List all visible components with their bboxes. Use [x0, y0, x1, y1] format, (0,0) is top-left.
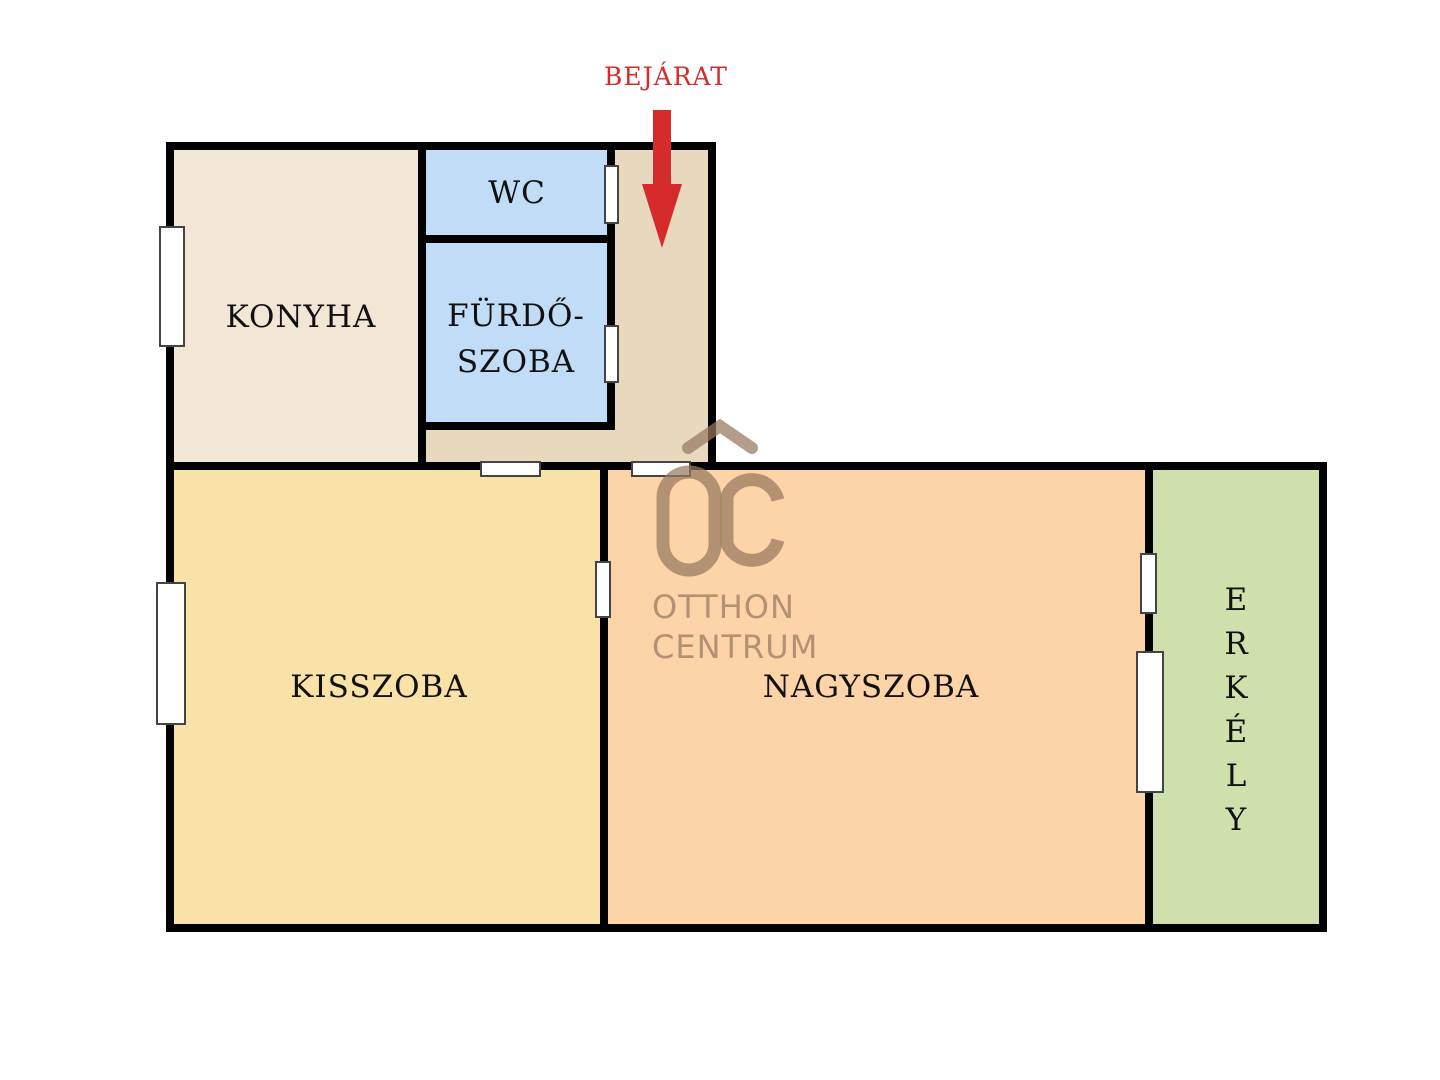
kisszoba-door: [480, 461, 541, 477]
konyha-label: KONYHA: [225, 299, 377, 335]
watermark-line1: OTTHON: [652, 588, 795, 626]
logo-letter-o: [656, 465, 722, 577]
furdoszoba-label-line2: SZOBA: [456, 344, 576, 380]
erkely-letter: K: [1224, 670, 1248, 706]
erkely-window: [1136, 651, 1164, 793]
kisszoba-label: KISSZOBA: [290, 669, 468, 705]
wall-hall-right: [708, 142, 716, 470]
nagyszoba-label: NAGYSZOBA: [762, 669, 980, 705]
wall-konyha-right: [418, 146, 426, 470]
erkely-letter: R: [1224, 626, 1248, 662]
wall-kisszoba-right: [600, 466, 608, 932]
otthon-centrum-watermark: OTTHON CENTRUM: [652, 418, 819, 668]
room-furdoszoba: [422, 238, 611, 426]
nagyszoba-side-door: [595, 561, 611, 618]
room-erkely: [1149, 466, 1323, 928]
wall-middle: [166, 462, 1326, 470]
wall-wc-right: [607, 146, 615, 430]
kisszoba-window: [156, 582, 186, 725]
entrance-arrow-icon: [642, 110, 682, 248]
room-nagyszoba: [604, 466, 1149, 928]
watermark-line2: CENTRUM: [652, 628, 819, 666]
furdoszoba-label-line1: FÜRDŐ-: [447, 298, 585, 334]
room-wc: [422, 146, 611, 238]
logo-letter-c: [720, 473, 785, 567]
entrance-arrow-shaft: [653, 110, 671, 186]
konyha-window: [159, 226, 185, 347]
erkely-letter: E: [1224, 582, 1248, 618]
wall-wc-bottom: [422, 235, 612, 243]
wall-right: [1319, 462, 1327, 932]
entrance-arrow-head: [642, 184, 682, 248]
entrance-label: BEJÁRAT: [604, 62, 728, 91]
wall-bottom: [166, 924, 1326, 932]
room-konyha: [170, 146, 422, 466]
wall-furdo-bottom: [422, 422, 615, 430]
erkely-label: E R K É L Y: [1216, 578, 1256, 842]
erkely-letter: Y: [1225, 802, 1247, 838]
room-kisszoba: [170, 466, 604, 928]
wc-label: WC: [488, 175, 546, 211]
erkely-letter: É: [1224, 714, 1248, 750]
wall-top-upper: [166, 142, 716, 150]
furdoszoba-door: [604, 325, 619, 383]
erkely-door: [1140, 553, 1157, 614]
erkely-letter: L: [1225, 758, 1247, 794]
wc-door: [604, 165, 619, 224]
otthon-centrum-logo-icon: [656, 418, 785, 577]
logo-circumflex: [682, 418, 758, 454]
